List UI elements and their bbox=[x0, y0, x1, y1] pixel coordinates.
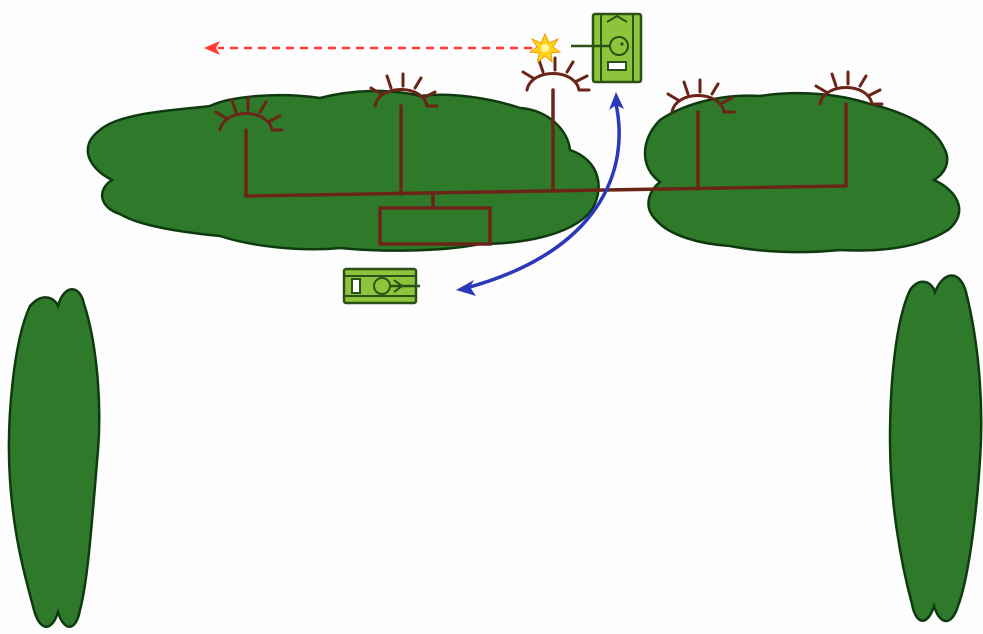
tank-reserve-icon bbox=[342, 267, 420, 305]
maneuver-arrowhead-top bbox=[609, 92, 624, 110]
forest-right bbox=[643, 91, 961, 254]
fire-direction-arrowhead bbox=[204, 41, 220, 55]
forest-left bbox=[86, 89, 600, 252]
muzzle-flash-icon bbox=[528, 32, 562, 64]
tank-firing-icon bbox=[571, 12, 643, 84]
trench-main bbox=[244, 184, 848, 198]
tree-left bbox=[7, 288, 101, 628]
command-post-icon bbox=[378, 206, 492, 246]
tree-right bbox=[888, 274, 983, 623]
firing-position-3 bbox=[521, 56, 591, 92]
maneuver-arrowhead-left bbox=[456, 280, 476, 296]
trench-network bbox=[244, 88, 848, 210]
maneuver-arrow bbox=[469, 103, 621, 289]
